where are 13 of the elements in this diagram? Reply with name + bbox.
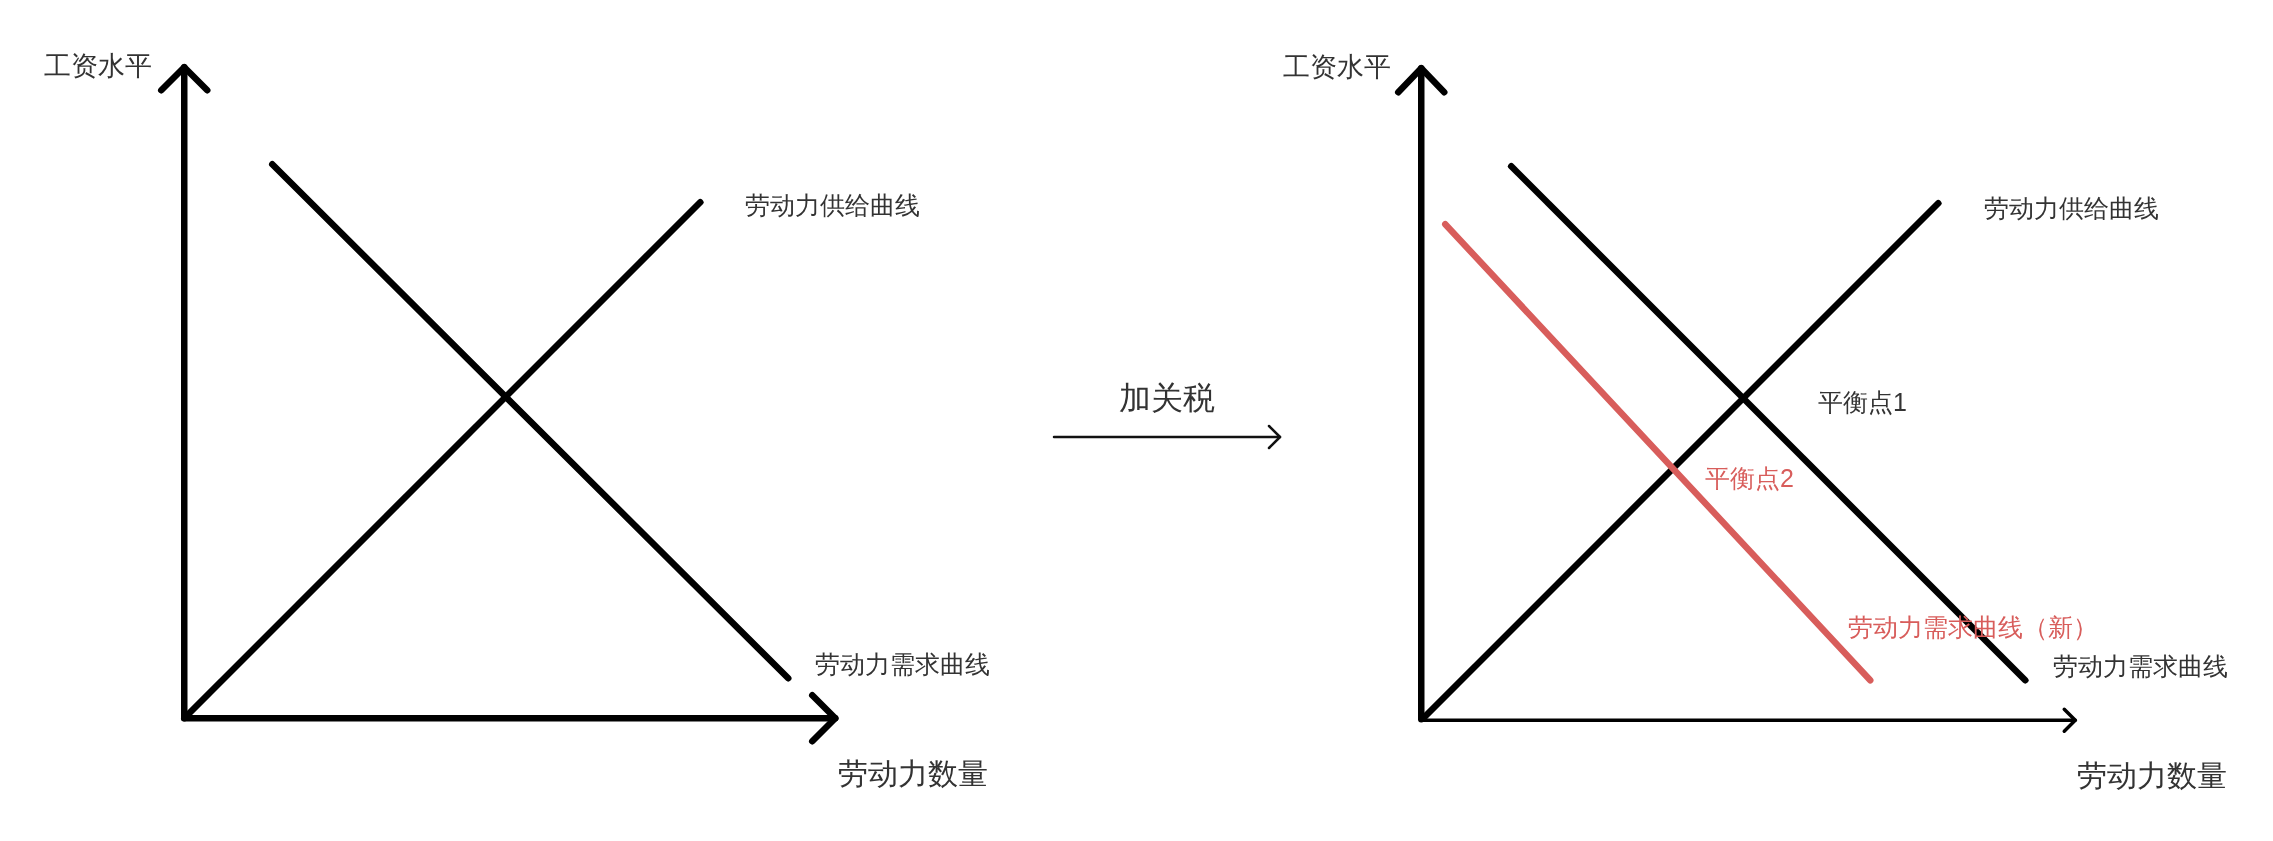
point-label: 平衡点2 xyxy=(1705,463,1794,493)
curve-label: 劳动力需求曲线 xyxy=(2053,651,2228,681)
axis-label: 劳动力数量 xyxy=(838,756,988,792)
axis-label: 工资水平 xyxy=(44,49,152,83)
axis-label: 工资水平 xyxy=(1283,50,1391,84)
curve-label: 劳动力需求曲线（新） xyxy=(1848,612,2098,642)
axis-label: 劳动力数量 xyxy=(2077,758,2227,794)
curve-label: 劳动力供给曲线 xyxy=(745,190,920,220)
edge-label: 加关税 xyxy=(1119,378,1215,418)
curve-label: 劳动力供给曲线 xyxy=(1984,193,2159,223)
curve-label: 劳动力需求曲线 xyxy=(815,649,990,679)
point-label: 平衡点1 xyxy=(1818,387,1907,417)
arrow xyxy=(1052,424,1282,450)
